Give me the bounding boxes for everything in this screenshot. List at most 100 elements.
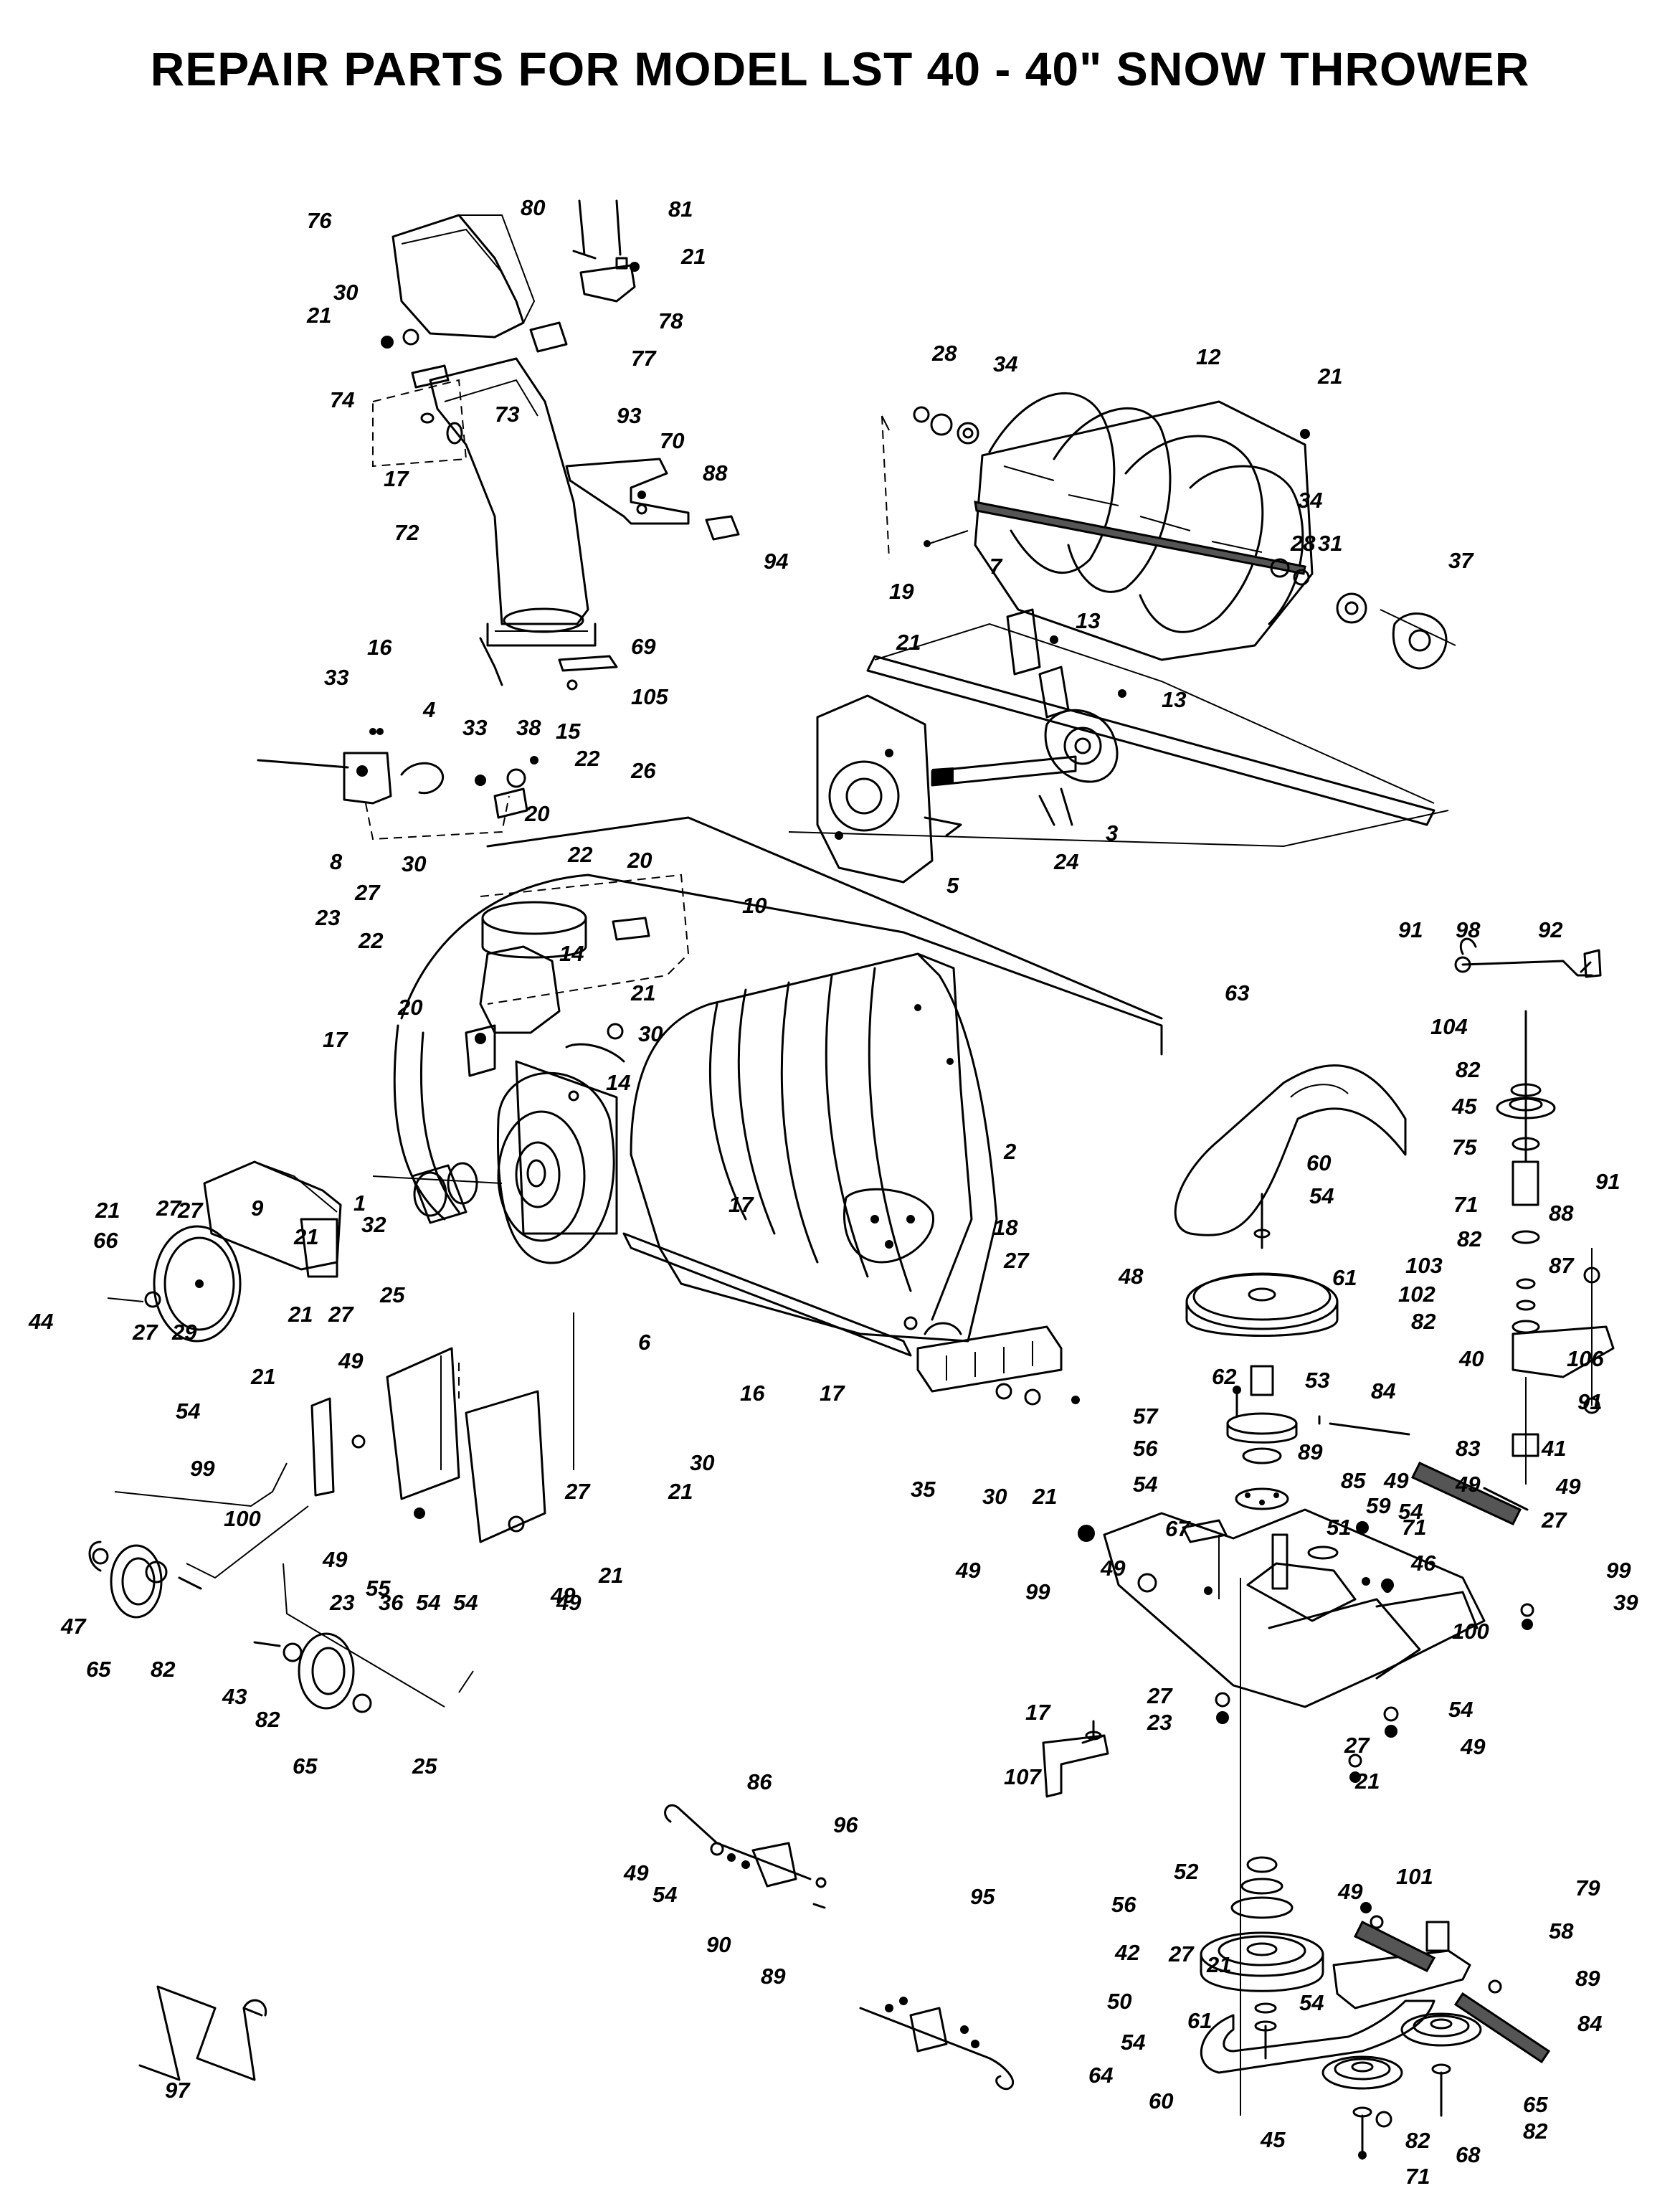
part-callout: 54 — [176, 1398, 200, 1424]
part-callout: 84 — [1577, 2011, 1602, 2036]
part-callout: 91 — [1398, 917, 1423, 942]
part-callout: 17 — [820, 1381, 845, 1406]
part-callout: 88 — [703, 460, 728, 486]
lower-idler-pulleys — [1321, 2012, 1482, 2160]
part-callout: 61 — [1332, 1265, 1357, 1290]
part-callout: 86 — [747, 1769, 772, 1794]
part-callout: 21 — [1206, 1952, 1231, 1977]
part-callout: 82 — [1456, 1057, 1480, 1082]
part-callout: 16 — [740, 1381, 765, 1406]
auger-assembly — [881, 392, 1314, 661]
part-callout: 45 — [1451, 1094, 1477, 1119]
part-callout: 27 — [156, 1196, 182, 1221]
part-callout: 100 — [224, 1506, 261, 1531]
part-callout: 76 — [307, 208, 332, 233]
part-callout: 16 — [367, 635, 392, 660]
part-callout: 27 — [1147, 1683, 1173, 1708]
part-callout: 68 — [1456, 2142, 1481, 2167]
lower-hardware — [1358, 2111, 1392, 2159]
part-callout: 28 — [1290, 531, 1316, 556]
part-callout: 96 — [833, 1812, 858, 1837]
part-callout: 49 — [338, 1348, 364, 1373]
part-callout: 40 — [1458, 1346, 1484, 1371]
frame-brackets — [114, 1312, 574, 1708]
part-callout: 2 — [1003, 1139, 1016, 1164]
part-callout: 20 — [524, 801, 549, 826]
part-callout: 82 — [1411, 1309, 1435, 1334]
part-callout: 65 — [293, 1753, 318, 1779]
part-callout: 19 — [889, 579, 914, 604]
part-callout: 27 — [328, 1302, 354, 1327]
upper-chute — [429, 357, 597, 647]
part-callout: 82 — [151, 1657, 175, 1682]
chute-mount-bracket — [529, 321, 568, 353]
part-callout: 54 — [1398, 1499, 1423, 1524]
part-callout: 49 — [556, 1590, 582, 1615]
part-callout: 89 — [1575, 1966, 1600, 1991]
part-callout: 22 — [574, 746, 599, 771]
part-callout: 3 — [1106, 820, 1118, 846]
part-callout: 104 — [1430, 1014, 1468, 1039]
part-callout: 38 — [516, 715, 541, 740]
part-callout: 72 — [394, 520, 419, 545]
part-callout: 75 — [1452, 1135, 1477, 1160]
part-callout: 41 — [1541, 1436, 1566, 1461]
part-callout: 36 — [379, 1590, 404, 1615]
chute-hardware — [381, 262, 647, 691]
part-callout: 23 — [329, 1590, 354, 1615]
part-callout: 34 — [1298, 488, 1322, 513]
impeller — [372, 1071, 615, 1264]
drive-link-rod — [1454, 937, 1602, 978]
part-callout: 82 — [255, 1707, 280, 1732]
part-callout: 71 — [1402, 1515, 1426, 1540]
part-callout: 55 — [366, 1576, 391, 1601]
part-callout: 21 — [896, 630, 921, 655]
scraper-bar — [622, 1232, 962, 1357]
part-callout: 54 — [416, 1590, 440, 1615]
part-callout: 13 — [1076, 608, 1100, 633]
part-callout: 17 — [323, 1027, 348, 1052]
chute-adjust-bracket — [572, 199, 636, 303]
part-callout: 39 — [1613, 1590, 1638, 1615]
part-callout: 64 — [1088, 2063, 1113, 2088]
part-callout: 48 — [1118, 1264, 1144, 1289]
chute-deflector — [391, 214, 536, 339]
part-callout: 30 — [402, 851, 426, 876]
part-callout: 14 — [606, 1070, 630, 1095]
part-callout: 13 — [1162, 687, 1186, 712]
part-callout: 30 — [982, 1484, 1007, 1509]
part-callout: 74 — [330, 387, 354, 412]
part-callout: 21 — [1317, 364, 1342, 389]
part-callout: 21 — [1354, 1769, 1380, 1794]
spring-clip — [138, 1985, 267, 2081]
part-callout: 59 — [1366, 1493, 1391, 1518]
lower-pulley-stack — [1200, 1856, 1324, 2060]
part-callout: 47 — [60, 1614, 87, 1639]
part-callout: 30 — [333, 280, 358, 305]
part-callout: 21 — [668, 1479, 693, 1504]
part-callout: 54 — [453, 1590, 478, 1615]
part-callout: 107 — [1004, 1764, 1042, 1789]
auger-washers-bearings — [913, 406, 1456, 670]
part-callout: 25 — [379, 1282, 405, 1307]
part-callout: 52 — [1174, 1859, 1198, 1884]
part-callout: 25 — [412, 1753, 437, 1779]
part-callout: 67 — [1165, 1516, 1191, 1541]
part-callout: 20 — [397, 995, 422, 1020]
part-callout: 49 — [1555, 1474, 1581, 1499]
part-callout: 21 — [598, 1563, 623, 1588]
part-callout: 50 — [1107, 1989, 1131, 2014]
part-callout: 95 — [970, 1884, 995, 1909]
part-callout: 21 — [288, 1302, 313, 1327]
part-callout: 46 — [1410, 1551, 1436, 1576]
part-callout: 30 — [690, 1450, 714, 1475]
part-callout: 43 — [222, 1684, 247, 1709]
part-callout: 54 — [1309, 1183, 1334, 1208]
part-callout: 21 — [250, 1364, 275, 1389]
part-callout: 21 — [293, 1224, 318, 1249]
under-plate-hardware — [1042, 1692, 1399, 1798]
part-callout: 49 — [550, 1583, 576, 1608]
part-callout: 91 — [1595, 1169, 1620, 1194]
part-callout: 28 — [931, 341, 957, 366]
